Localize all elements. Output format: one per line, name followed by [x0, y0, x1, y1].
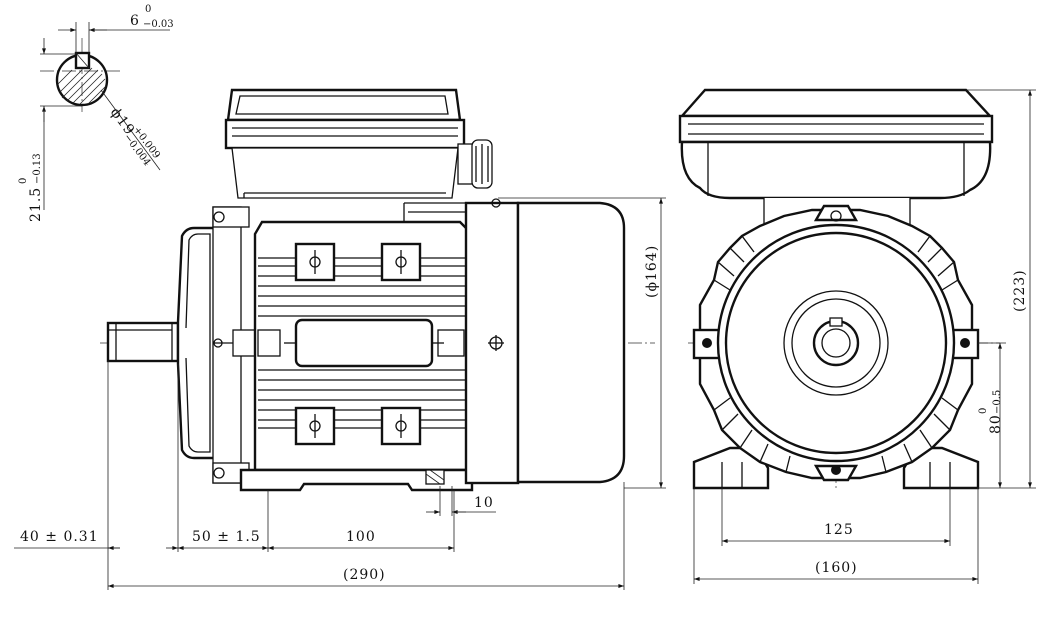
key-width-tol-upper: 0	[145, 4, 151, 15]
overall-length-dim: (290)	[343, 567, 386, 583]
foot-width-dim: 10	[474, 495, 494, 511]
shaft-height-tol-upper: 0	[978, 408, 989, 414]
foot-hole-spacing-dim: 100	[346, 529, 376, 545]
key-height-dim: 21.5	[28, 187, 44, 222]
overall-width-dim: (160)	[815, 560, 858, 576]
side-view-dimensions: 40 ± 0.31 50 ± 1.5 100 10 (290) (ϕ164)	[14, 197, 666, 590]
key-height-tol-upper: 0	[18, 178, 29, 184]
end-view-dimensions: (223) 80 0 −0.5 125 (160)	[693, 89, 1036, 584]
shaft-section-detail: 6 0 −0.03 21.5 0 −0.13 ϕ19 +0.009 −0.004	[18, 4, 174, 222]
motor-end-view	[678, 88, 1000, 490]
foot-holes-transverse-dim: 125	[824, 522, 854, 538]
key-height-tol-lower: −0.13	[32, 153, 43, 184]
overall-height-dim: (223)	[1012, 269, 1028, 312]
key-width-dim: 6	[130, 13, 140, 29]
motor-side-view	[100, 88, 655, 492]
flange-offset-dim: 50 ± 1.5	[192, 529, 261, 545]
shaft-height-dim: 80	[988, 414, 1004, 434]
key-width-tol-lower: −0.03	[143, 19, 174, 30]
shaft-height-tol-lower: −0.5	[992, 390, 1003, 414]
body-diameter-dim: (ϕ164)	[644, 245, 660, 298]
shaft-end-dim: 40 ± 0.31	[20, 529, 99, 545]
